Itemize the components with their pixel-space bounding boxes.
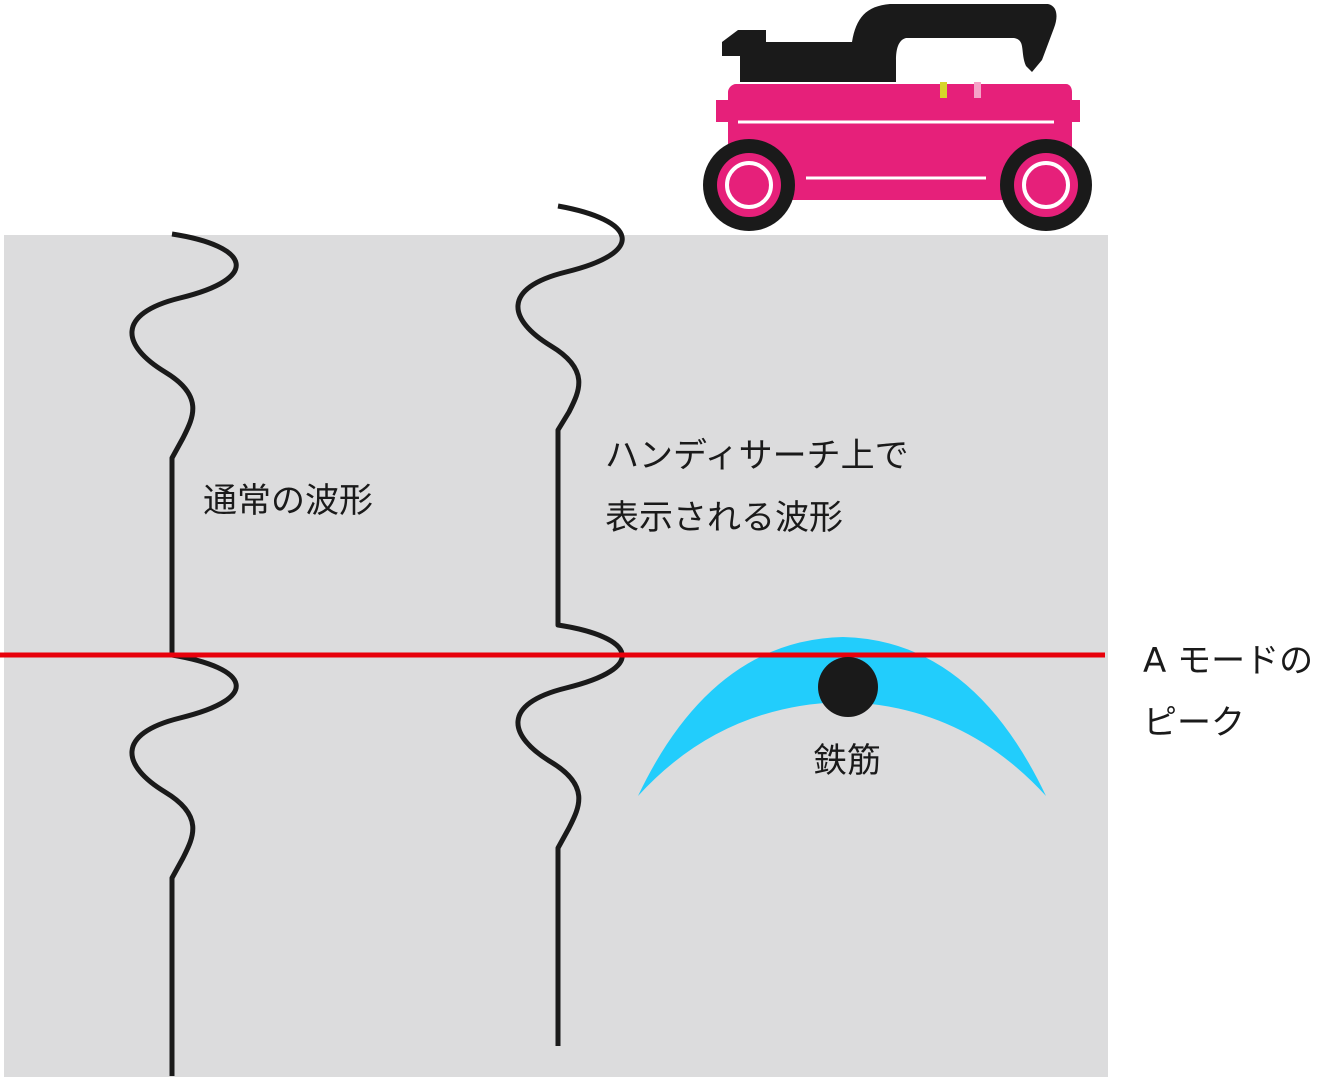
- device-wheel-right: [1000, 139, 1092, 231]
- rebar-label-text: 鉄筋: [813, 741, 881, 781]
- handy-search-waveform-label: ハンディサーチ上で 表示される波形: [605, 425, 909, 549]
- a-mode-peak-label: A モードの ピーク: [1143, 630, 1313, 754]
- handy-search-waveform-label-line1: ハンディサーチ上で: [605, 436, 909, 476]
- normal-waveform-label-text: 通常の波形: [203, 481, 373, 521]
- device-indicator-yellow: [940, 82, 947, 98]
- a-mode-peak-label-line1: A モードの: [1143, 641, 1314, 681]
- rebar-reflection-hyperbola: [638, 637, 1046, 796]
- handy-search-waveform-label-line2: 表示される波形: [605, 498, 843, 538]
- normal-waveform-line: [129, 231, 239, 1076]
- device-wheel-left: [703, 139, 795, 231]
- a-mode-peak-label-line2: ピーク: [1143, 703, 1245, 743]
- normal-waveform-label: 通常の波形: [203, 470, 373, 532]
- device-handle: [722, 4, 1057, 82]
- rebar-cross-section-icon: [818, 657, 878, 717]
- device-indicator-pink: [974, 82, 981, 98]
- handy-search-waveform-line: [515, 203, 625, 1046]
- rebar-label: 鉄筋: [813, 730, 881, 792]
- gpr-scanner-device-icon: [703, 4, 1092, 231]
- device-body: [716, 84, 1080, 200]
